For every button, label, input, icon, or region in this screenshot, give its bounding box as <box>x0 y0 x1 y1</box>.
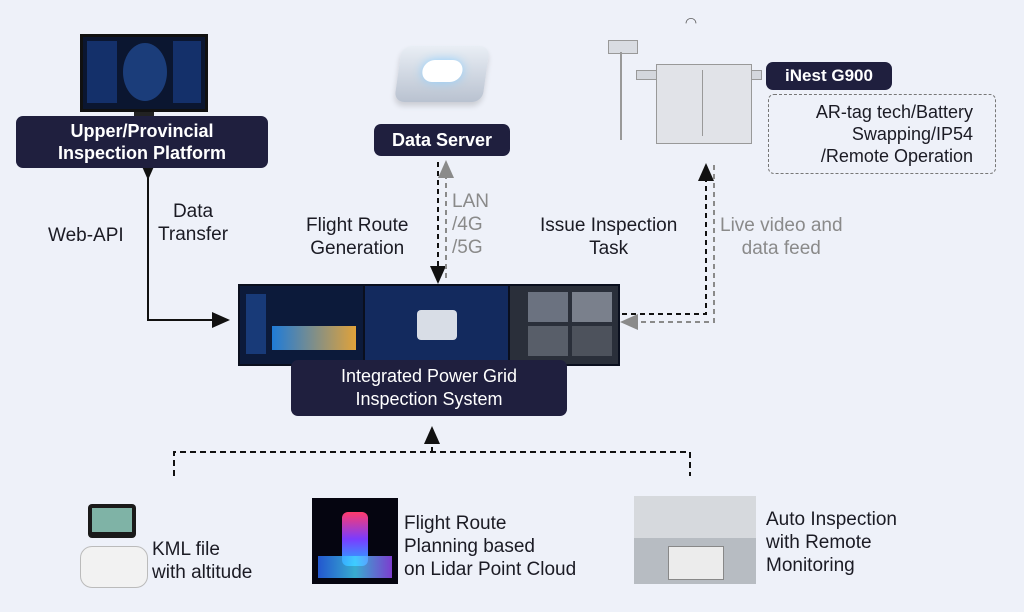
live-video-connector <box>620 165 715 330</box>
integrated-line1: Integrated Power Grid <box>340 366 518 386</box>
auto-line3: Monitoring <box>766 555 855 576</box>
issue-task-line1: Issue Inspection <box>540 215 678 236</box>
kml-line1: KML file <box>152 539 220 560</box>
data-transfer-line1: Data <box>172 201 214 222</box>
data-transfer-label: Data Transfer <box>158 200 228 246</box>
frg-line2: Generation <box>310 238 405 259</box>
inest-features-box: AR-tag tech/Battery Swapping/IP54 /Remot… <box>768 94 996 174</box>
upper-platform-line2: Inspection Platform <box>57 143 227 163</box>
issue-task-line2: Task <box>589 238 629 259</box>
kml-label: KML file with altitude <box>152 538 252 584</box>
kml-line2: with altitude <box>152 562 253 583</box>
inest-feature-1: AR-tag tech/Battery <box>815 102 973 122</box>
lan-label: LAN /4G /5G <box>452 190 489 259</box>
lan-line2: /4G <box>452 214 483 235</box>
inest-feature-2: Swapping/IP54 <box>851 124 973 144</box>
integrated-system-box: Integrated Power Grid Inspection System <box>291 360 567 416</box>
frg-line1: Flight Route <box>306 215 409 236</box>
inest-label: iNest G900 <box>785 66 873 85</box>
upper-platform-box: Upper/Provincial Inspection Platform <box>16 116 268 168</box>
auto-line2: with Remote <box>766 532 872 553</box>
web-api-connector <box>140 162 230 328</box>
lan-line3: /5G <box>452 237 483 258</box>
inest-label-box: iNest G900 <box>766 62 892 90</box>
monitor-stand <box>134 112 154 118</box>
lidar-line1: Flight Route <box>404 513 507 534</box>
lidar-label: Flight Route Planning based on Lidar Poi… <box>404 512 576 581</box>
sources-bracket <box>173 451 691 476</box>
lan-line1: LAN <box>452 191 489 212</box>
integrated-line2: Inspection System <box>355 389 503 409</box>
controller-image <box>80 504 148 588</box>
inest-feature-3: /Remote Operation <box>820 146 973 166</box>
lidar-line2: Planning based <box>404 536 535 557</box>
data-server-box: Data Server <box>374 124 510 156</box>
data-server-label: Data Server <box>391 129 493 150</box>
lidar-line3: on Lidar Point Cloud <box>404 559 577 580</box>
inest-station-image <box>600 40 762 148</box>
live-video-line1: Live video and <box>720 215 843 236</box>
auto-line1: Auto Inspection <box>766 509 897 530</box>
integrated-system-screen-right <box>508 284 620 366</box>
flight-route-generation-label: Flight Route Generation <box>306 214 408 260</box>
integrated-system-screen-left <box>238 284 366 366</box>
cloud-server-icon <box>394 46 490 102</box>
substation-image <box>634 496 756 584</box>
issue-task-connector <box>622 163 714 315</box>
wifi-icon: ◠ <box>684 14 698 30</box>
auto-inspection-label: Auto Inspection with Remote Monitoring <box>766 508 897 577</box>
issue-task-label: Issue Inspection Task <box>540 214 677 260</box>
lidar-point-cloud-image <box>312 498 398 584</box>
data-transfer-line2: Transfer <box>158 224 229 245</box>
monitor-image <box>80 34 208 112</box>
upper-platform-line1: Upper/Provincial <box>70 121 214 141</box>
integrated-system-screen-center <box>363 284 511 366</box>
web-api-label: Web-API <box>48 225 124 246</box>
live-video-label: Live video and data feed <box>720 214 843 260</box>
live-video-line2: data feed <box>741 238 821 259</box>
